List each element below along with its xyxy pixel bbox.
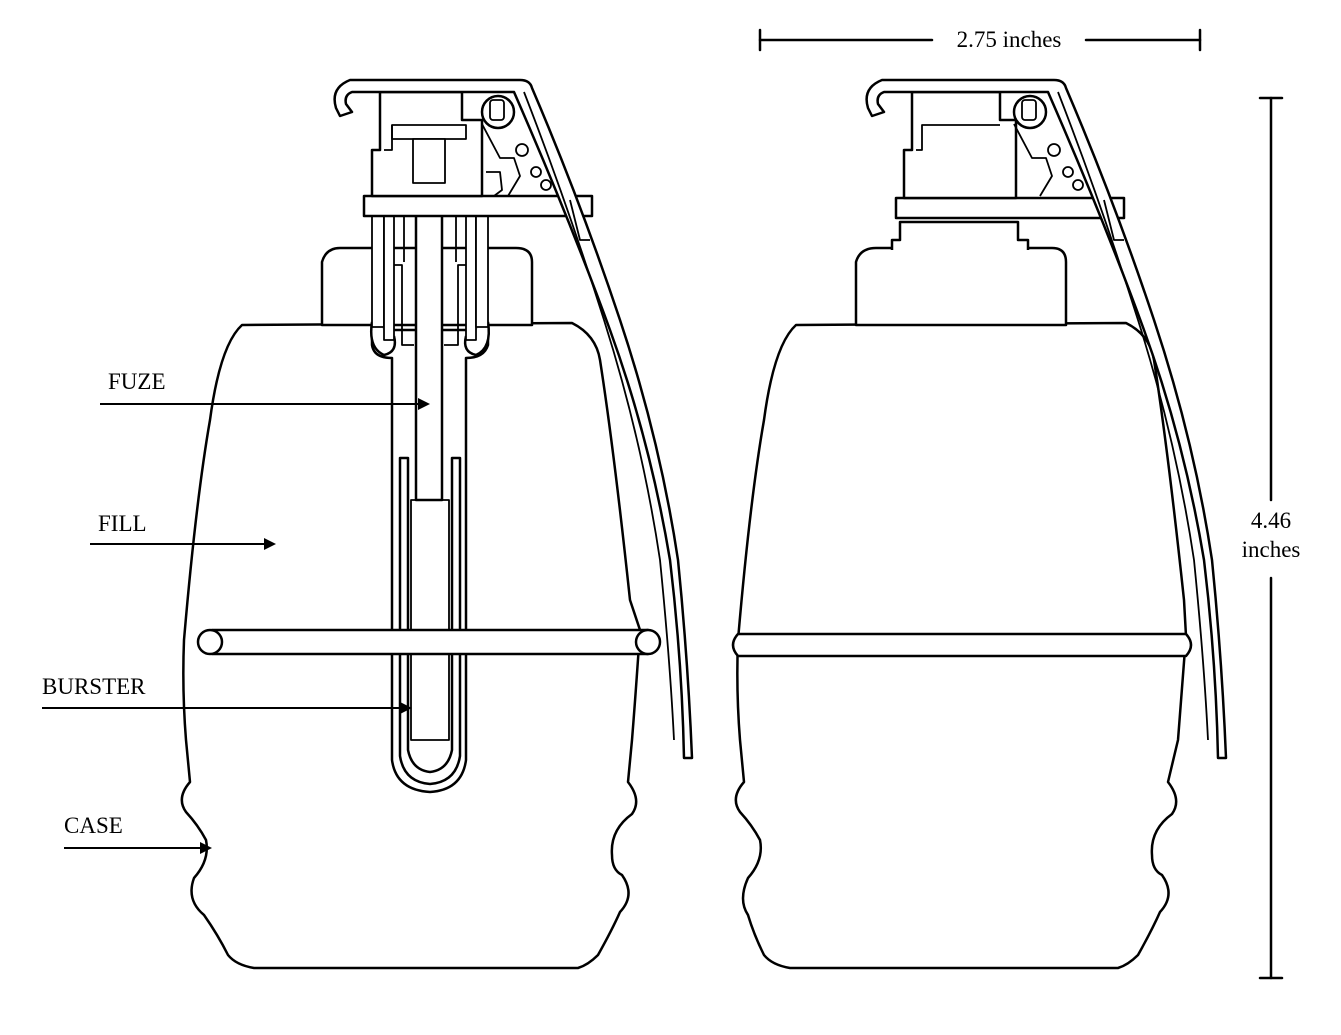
fill-body xyxy=(180,321,642,970)
transverse-pin xyxy=(204,628,656,656)
fuze-rod xyxy=(414,180,444,502)
fuze-head-collar xyxy=(391,124,467,140)
striker-latch xyxy=(489,99,505,121)
exterior-lever-skirt xyxy=(1103,199,1124,241)
transverse-pin-end-left xyxy=(196,628,224,656)
label-fuze: FUZE xyxy=(108,369,166,394)
exterior-neck-cap xyxy=(854,246,1068,327)
pin-ring-2 xyxy=(530,166,542,178)
exterior-band xyxy=(731,632,1193,658)
fuze-inner-step-right xyxy=(444,264,466,346)
striker-arm xyxy=(481,123,521,197)
height-unit: inches xyxy=(1242,537,1301,562)
fuze-sleeve-left-inner xyxy=(383,214,395,341)
exterior-pin-ring-2 xyxy=(1062,166,1074,178)
burster-tube xyxy=(398,456,462,786)
transverse-pin-end-right xyxy=(634,628,662,656)
cavity-notch-left xyxy=(370,321,397,357)
fuze-head-plunger xyxy=(412,138,446,184)
dimension-width: 2.75 inches xyxy=(758,27,1202,52)
exterior-pin-ring-3 xyxy=(1072,179,1084,191)
exterior-flange xyxy=(894,196,1126,220)
pin-ring-1 xyxy=(515,143,529,157)
labels-left: FUZE FILL BURSTER CASE xyxy=(42,369,430,854)
pin-ring-3 xyxy=(540,179,552,191)
width-label: 2.75 inches xyxy=(957,27,1062,52)
fuze-head-step xyxy=(384,125,393,151)
fuze-sleeve-right-inner xyxy=(465,214,477,341)
striker-cam xyxy=(486,171,503,197)
exterior-striker-latch xyxy=(1021,99,1037,121)
exterior-lever-inner-edge xyxy=(1057,91,1209,741)
exterior-striker-arm xyxy=(1013,123,1053,197)
fuze-sleeve-left-outer xyxy=(371,214,385,328)
cavity-notch-right xyxy=(463,321,490,357)
exterior-safety-lever xyxy=(865,78,1228,760)
fuze-flange xyxy=(362,194,594,218)
exterior-connector xyxy=(890,220,1030,250)
exterior-fuze-step xyxy=(916,124,1000,151)
cutaway-grenade xyxy=(180,78,694,970)
dimension-height: 4.46 inches xyxy=(1242,96,1301,980)
fuze-inner-step-left xyxy=(394,264,414,346)
label-burster: BURSTER xyxy=(42,674,146,699)
exterior-fuze-head xyxy=(902,90,1018,200)
safety-lever xyxy=(333,78,694,760)
label-case: CASE xyxy=(64,813,123,838)
safety-lever-inner-edge xyxy=(523,91,675,741)
height-value: 4.46 xyxy=(1251,508,1291,533)
fuze-sleeve-right-outer xyxy=(475,214,489,328)
exterior-grenade xyxy=(731,78,1228,970)
safety-lever-skirt xyxy=(569,199,590,241)
exterior-pin-ring-1 xyxy=(1047,143,1061,157)
label-fill: FILL xyxy=(98,511,147,536)
